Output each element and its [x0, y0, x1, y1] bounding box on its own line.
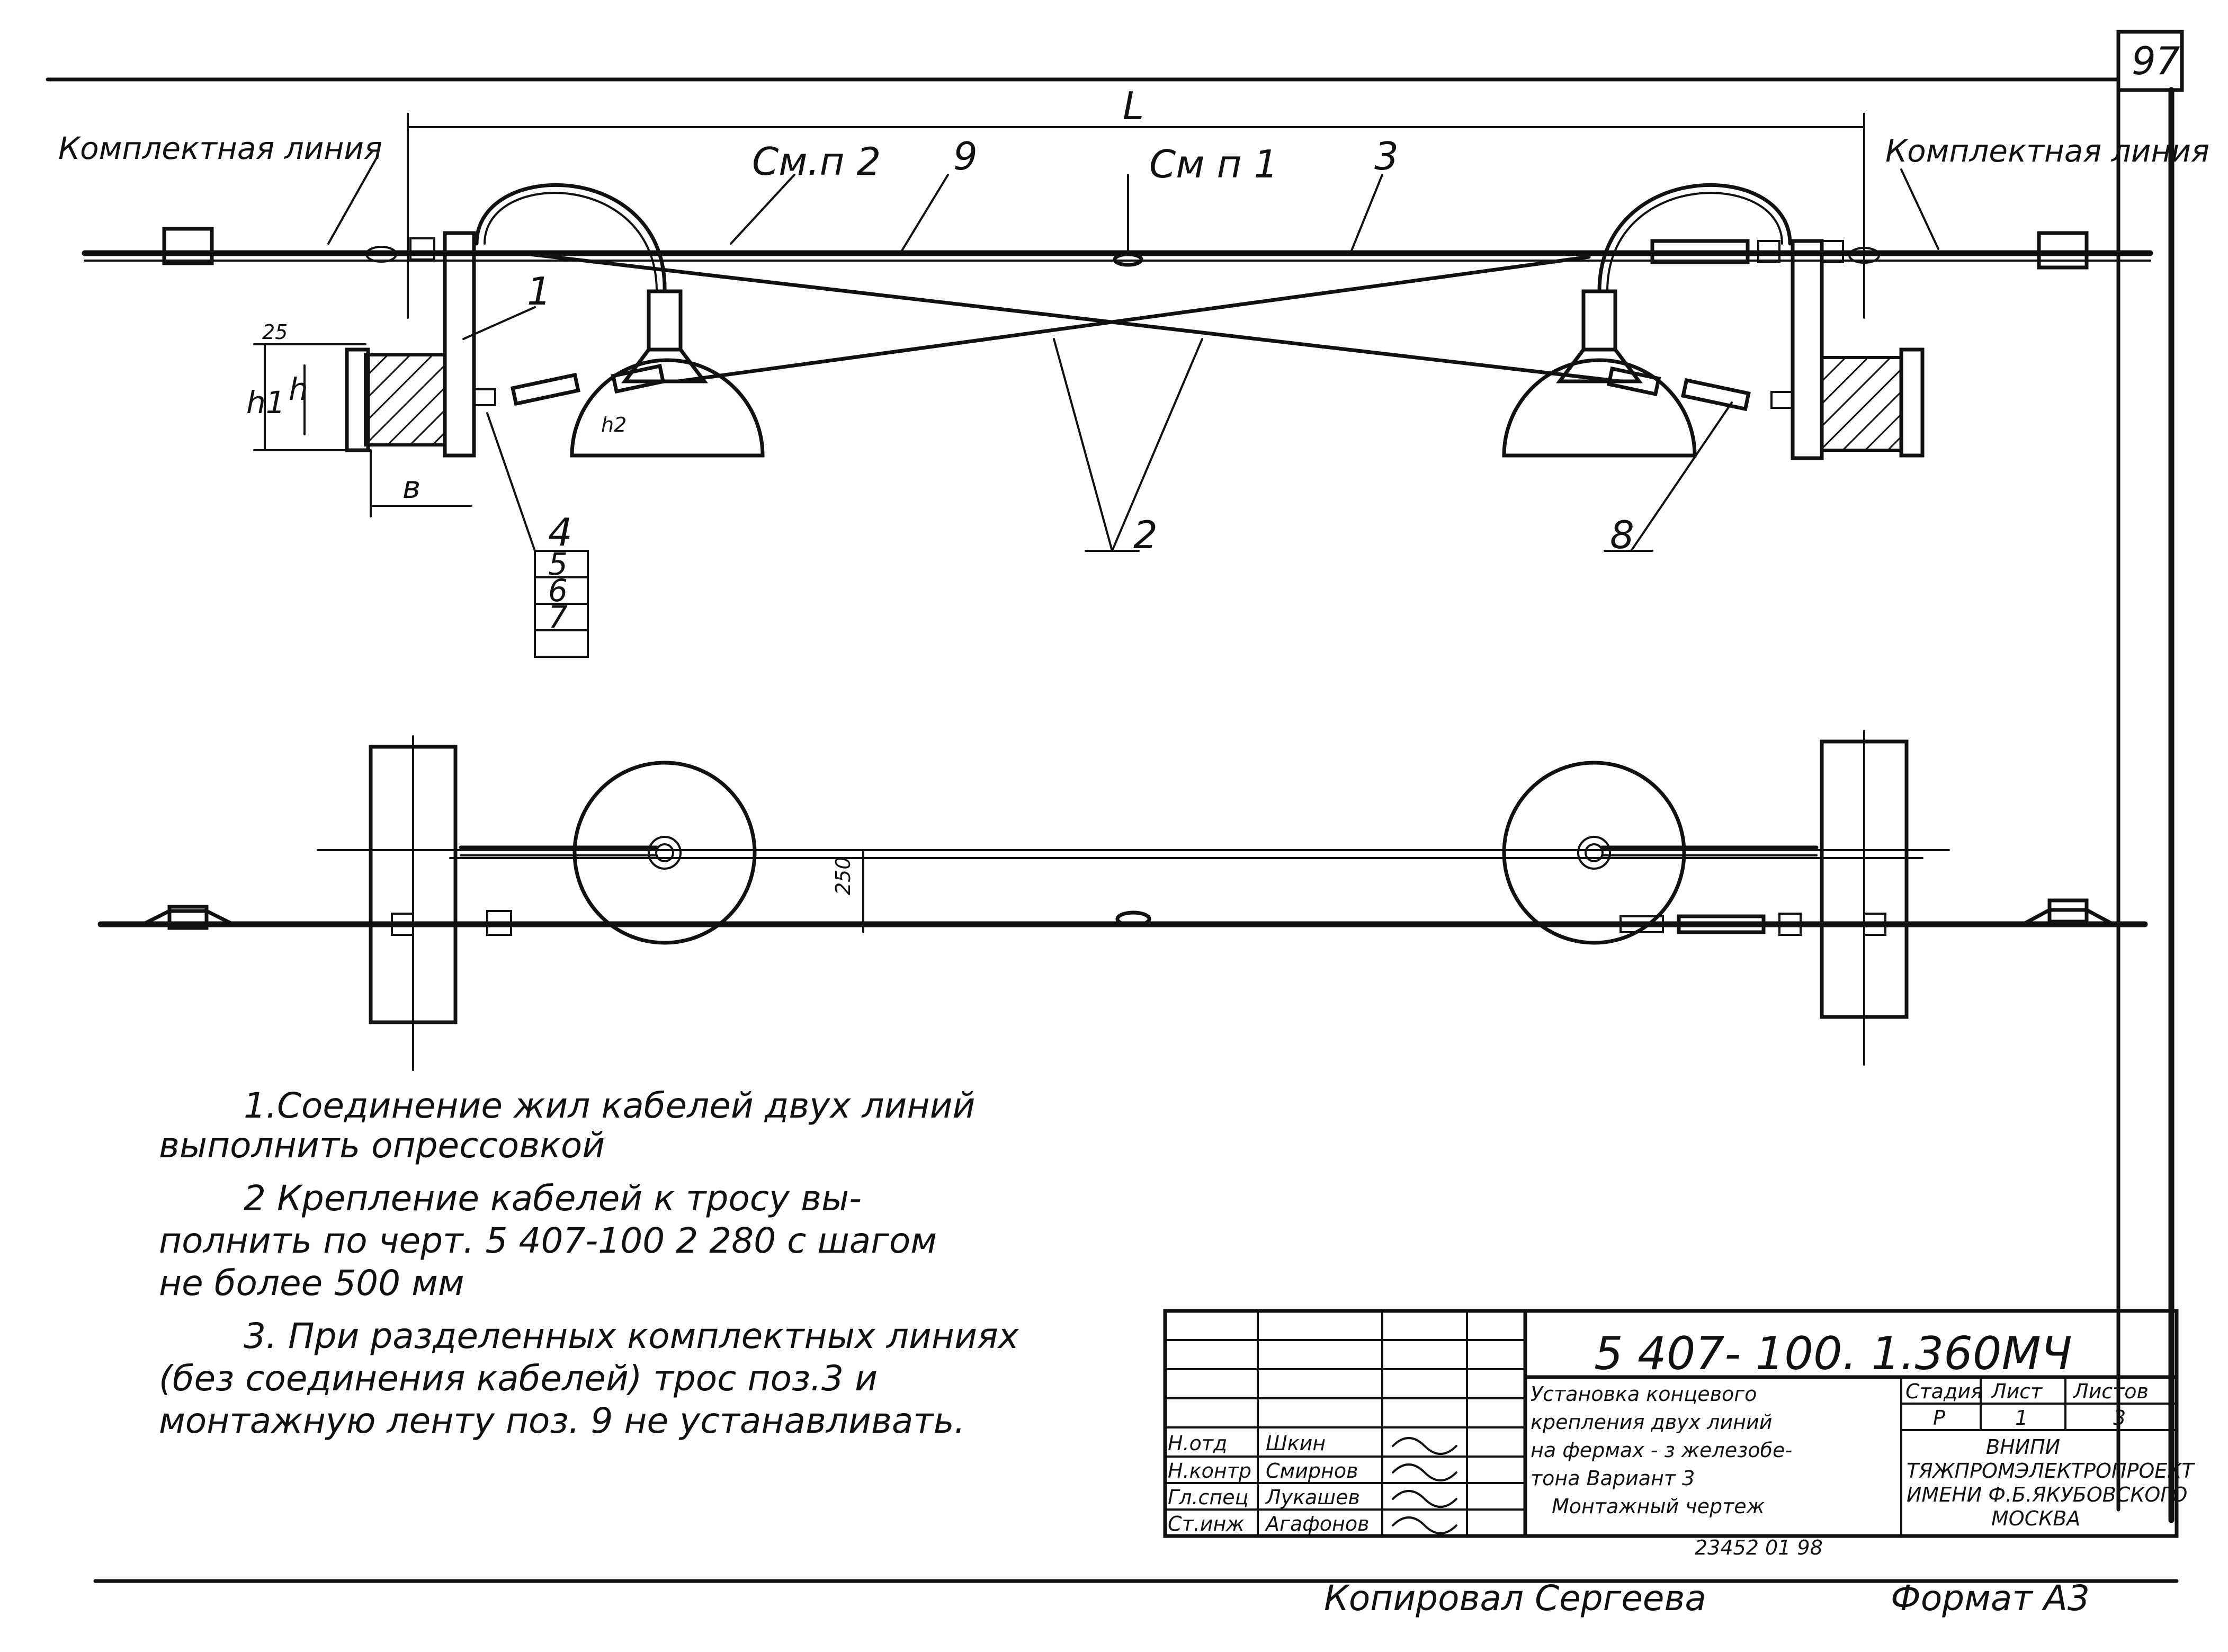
label-pos-5: 5: [548, 546, 568, 582]
stage-value: Р: [1933, 1406, 1945, 1430]
left-beam-hatched: [364, 353, 446, 447]
label-dim-25: 25: [262, 320, 288, 344]
sheets-header: Листов: [2072, 1380, 2149, 1403]
note-line-4: полнить по черт. 5 407-100 2 280 с шагом: [159, 1220, 937, 1261]
signature-scribbles: [1392, 1437, 1457, 1534]
label-see-p1: См п 1: [1149, 142, 1278, 186]
label-complete-line-right: Комплектная линия: [1885, 133, 2209, 169]
note-line-8: монтажную ленту поз. 9 не устанавливать.: [159, 1400, 965, 1441]
signature-name-2: Смирнов: [1266, 1459, 1358, 1483]
label-dim-h: h: [289, 371, 308, 407]
plan-view: 250: [97, 730, 2148, 1071]
title-line-5: Монтажный чертеж: [1552, 1495, 1765, 1518]
left-end-insulator: [162, 227, 214, 265]
label-pos-9: 9: [953, 134, 978, 178]
right-truss-column: [1791, 239, 1824, 460]
document-code: 5 407- 100. 1.360МЧ: [1594, 1327, 2072, 1380]
signature-name-4: Агафонов: [1264, 1512, 1369, 1535]
sheet-frame: [46, 30, 2184, 1583]
right-cable-arc: [1597, 183, 1792, 293]
dimension-L: L: [1123, 84, 1144, 128]
label-dim-b: в: [402, 469, 420, 505]
label-pos-2: 2: [1133, 513, 1158, 557]
elevation-view: L: [58, 84, 2209, 658]
label-dim-h1: h1: [246, 385, 285, 421]
signature-name-1: Шкин: [1266, 1432, 1326, 1455]
right-beam-hatched: [1820, 356, 1903, 452]
org-line-3: ИМЕНИ Ф.Б.ЯКУБОВСКОГО: [1907, 1483, 2187, 1506]
label-dim-h2: h2: [601, 413, 627, 436]
label-pos-4: 4: [548, 510, 572, 555]
org-line-1: ВНИПИ: [1986, 1435, 2060, 1459]
title-line-1: Установка концевого: [1531, 1382, 1757, 1406]
left-cable-arc: [475, 183, 667, 293]
signature-role-4: Ст.инж: [1168, 1512, 1245, 1535]
note-line-5: не более 500 мм: [159, 1263, 464, 1303]
label-pos-1: 1: [527, 269, 551, 314]
doc-number: 23452 01 98: [1695, 1536, 1823, 1559]
org-line-2: ТЯЖПРОМЭЛЕКТРОПРОЕКТ: [1907, 1459, 2195, 1483]
note-line-7: (без соединения кабелей) трос поз.3 и: [159, 1358, 878, 1399]
label-dim-250: 250: [831, 856, 855, 895]
label-pos-3: 3: [1374, 134, 1399, 178]
signature-role-2: Н.контр: [1168, 1459, 1251, 1483]
footer-copied-by: Копировал Сергеева: [1324, 1578, 1706, 1619]
note-line-1: 1.Соединение жил кабелей двух линий: [244, 1085, 975, 1126]
plan-right-lamp: [1502, 761, 1686, 945]
title-block: 5 407- 100. 1.360МЧ Установка концевого …: [1163, 1309, 2195, 1559]
right-lamp-dome: [1502, 358, 1697, 458]
note-line-2: выполнить опрессовкой: [159, 1125, 605, 1166]
label-complete-line-left: Комплектная линия: [58, 130, 382, 166]
signature-name-3: Лукашев: [1265, 1486, 1360, 1509]
crossing-cable-b: [676, 255, 1591, 383]
notes-block: 1.Соединение жил кабелей двух линий выпо…: [159, 1085, 1019, 1441]
title-line-3: на фермах - з железобе-: [1531, 1439, 1792, 1462]
sheet-header: Лист: [1990, 1380, 2043, 1403]
signature-role-3: Гл.спец: [1168, 1486, 1249, 1509]
footer-format: Формат А3: [1891, 1578, 2090, 1619]
left-lamp-dome: [570, 358, 765, 458]
sheet-number: 97: [2132, 39, 2180, 83]
label-pos-8: 8: [1610, 513, 1634, 557]
org-line-4: МОСКВА: [1991, 1507, 2080, 1530]
label-pos-6: 6: [548, 573, 568, 609]
title-line-2: крепления двух линий: [1531, 1410, 1772, 1434]
plan-left-lamp: [572, 761, 757, 945]
note-line-6: 3. При разделенных комплектных линиях: [244, 1316, 1019, 1356]
left-truss-column: [443, 231, 476, 458]
label-see-p2: См.п 2: [752, 139, 881, 184]
position-stack-4-7: [534, 550, 589, 658]
sheet-value: 1: [2015, 1406, 2028, 1430]
stage-header: Стадия: [1905, 1380, 1983, 1403]
note-line-3: 2 Крепление кабелей к тросу вы-: [244, 1178, 862, 1219]
crossing-cable-a: [527, 252, 1623, 383]
label-pos-7: 7: [548, 599, 568, 635]
signature-role-1: Н.отд: [1168, 1432, 1227, 1455]
right-end-insulator: [2037, 231, 2089, 270]
title-line-4: тона Вариант 3: [1531, 1467, 1695, 1490]
sheets-value: 3: [2113, 1406, 2126, 1430]
